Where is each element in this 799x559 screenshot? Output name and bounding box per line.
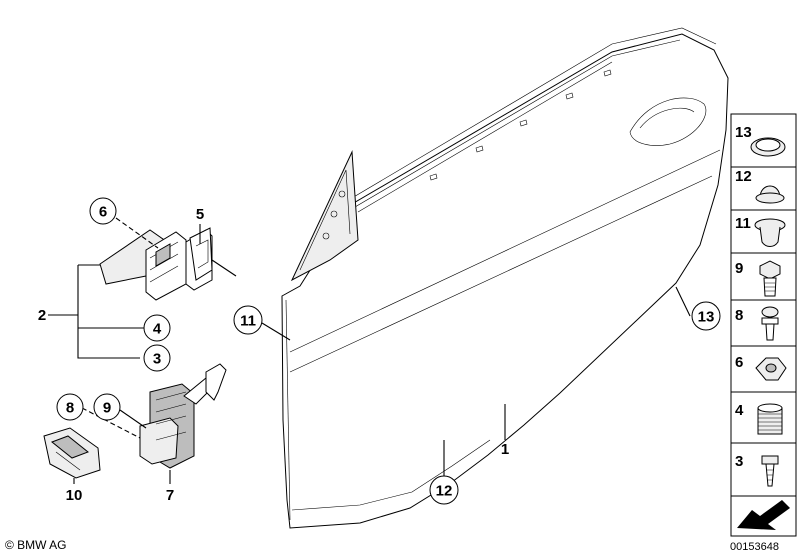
side-item-8[interactable]: 8 (735, 306, 779, 341)
side-item-3[interactable]: 3 (735, 453, 779, 487)
side-item-4[interactable]: 4 (735, 402, 783, 435)
copyright-text: © BMW AG (5, 538, 67, 552)
callout-13: 13 (691, 301, 721, 331)
callout-4: 4 (143, 314, 171, 342)
callout-1-label: 1 (501, 441, 509, 458)
callout-2-label: 2 (38, 307, 46, 324)
leader-lines (48, 217, 691, 484)
side-item-13-label: 13 (735, 124, 752, 141)
side-item-6[interactable]: 6 (735, 354, 787, 381)
callout-7-label: 7 (166, 487, 174, 504)
callout-11-label: 11 (240, 313, 256, 330)
side-panel: 13 12 11 9 8 (730, 113, 797, 537)
brake-cover-part[interactable] (43, 427, 101, 479)
callout-12-label: 12 (436, 483, 453, 500)
callout-9: 9 (93, 393, 121, 421)
side-item-9-label: 9 (735, 260, 743, 277)
callout-5-label: 5 (196, 206, 204, 223)
callout-6-label: 6 (99, 204, 107, 221)
callout-11: 11 (233, 305, 263, 335)
side-item-12-label: 12 (735, 168, 752, 185)
side-item-12[interactable]: 12 (735, 168, 785, 204)
side-item-11-label: 11 (735, 215, 751, 232)
side-item-9[interactable]: 9 (735, 260, 781, 297)
callout-8: 8 (56, 393, 84, 421)
callout-13-label: 13 (698, 309, 715, 326)
view-arrow-icon (737, 500, 790, 530)
callout-6: 6 (89, 197, 117, 225)
door-brake-part[interactable] (139, 363, 227, 469)
callout-12: 12 (429, 475, 459, 505)
side-item-6-label: 6 (735, 354, 743, 371)
door-part[interactable] (281, 27, 729, 529)
callout-9-label: 9 (103, 400, 111, 417)
callout-3-label: 3 (153, 351, 161, 368)
side-item-3-label: 3 (735, 453, 743, 470)
callout-8-label: 8 (66, 400, 74, 417)
callout-4-label: 4 (153, 321, 162, 338)
callout-3: 3 (143, 344, 171, 372)
side-item-13[interactable]: 13 (735, 124, 786, 157)
callout-10-label: 10 (66, 487, 83, 504)
side-item-4-label: 4 (735, 402, 744, 419)
document-id: 00153648 (730, 541, 779, 553)
hinge-shim-part[interactable] (189, 227, 213, 281)
side-item-8-label: 8 (735, 307, 743, 324)
side-item-11[interactable]: 11 (735, 215, 786, 247)
